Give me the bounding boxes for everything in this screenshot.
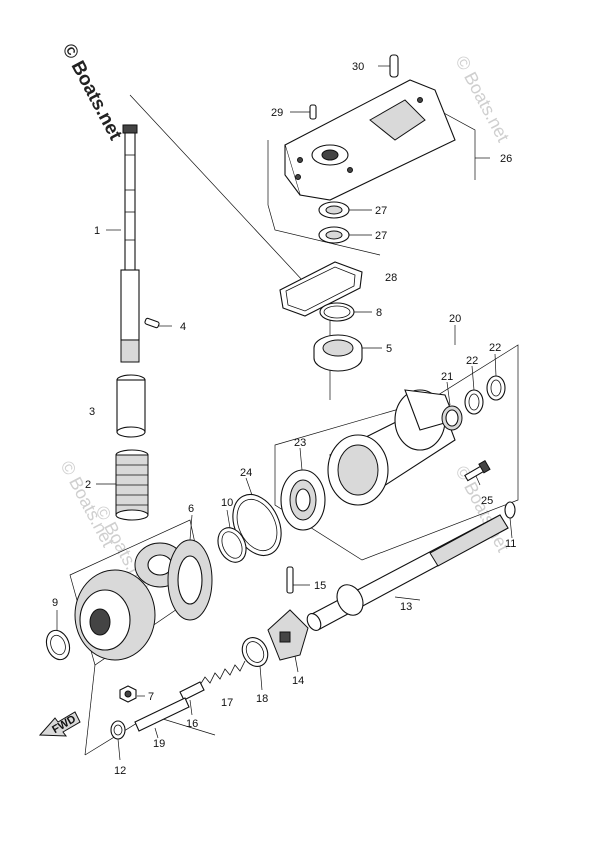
part-4-key <box>144 317 160 329</box>
part-15-pin <box>286 566 294 594</box>
faded-watermark-top-right: © Boats.net <box>451 52 513 145</box>
part-17-spring <box>199 660 246 686</box>
part-14-clutch-dog <box>267 609 309 661</box>
callout-13: 13 <box>400 601 412 613</box>
part-21-needle-bearing <box>441 405 463 431</box>
part-16-shift-pin <box>179 681 205 701</box>
part-22-seal-left <box>464 389 484 415</box>
part-26-housing-plate <box>284 79 456 201</box>
part-10-o-ring <box>217 527 247 563</box>
part-27-oil-seal-lower <box>318 226 350 244</box>
callout-27-upper: 27 <box>375 205 387 217</box>
callout-3: 3 <box>89 406 95 418</box>
part-7-nut <box>119 685 137 703</box>
part-11-circlip <box>504 501 516 519</box>
callout-26: 26 <box>500 153 512 165</box>
callout-labels: 30 29 26 27 27 28 8 5 1 4 3 2 20 21 22 2… <box>52 61 516 777</box>
callout-2: 2 <box>85 479 91 491</box>
callout-28: 28 <box>385 272 397 284</box>
callout-16: 16 <box>186 718 198 730</box>
part-30-pin <box>389 54 399 78</box>
part-20-gear-housing <box>327 389 456 506</box>
callout-15: 15 <box>314 580 326 592</box>
part-23-bearing <box>280 469 326 531</box>
part-12-washer <box>110 720 126 740</box>
part-25-bolt <box>464 459 491 482</box>
part-22-seal-right <box>486 375 506 401</box>
callout-20: 20 <box>449 313 461 325</box>
callout-4: 4 <box>180 321 186 333</box>
callout-29: 29 <box>271 107 283 119</box>
callout-23: 23 <box>294 437 306 449</box>
part-6-bevel-gear <box>74 539 213 661</box>
main-watermark: © Boats.net <box>58 40 127 144</box>
faded-watermark-text: © Boats.net <box>451 52 513 145</box>
part-3-sleeve <box>116 374 146 438</box>
callout-24: 24 <box>240 467 252 479</box>
callout-27-lower: 27 <box>375 230 387 242</box>
callout-17: 17 <box>221 697 233 709</box>
callout-12: 12 <box>114 765 126 777</box>
callout-5: 5 <box>386 343 392 355</box>
leader-lines <box>56 65 513 761</box>
part-2-boot <box>115 449 149 521</box>
part-19-shift-rod <box>134 697 190 732</box>
callout-25: 25 <box>481 495 493 507</box>
part-9-shim <box>45 629 71 661</box>
callout-21: 21 <box>441 371 453 383</box>
callout-19: 19 <box>153 738 165 750</box>
part-28-gasket <box>279 261 363 317</box>
part-1-drive-shaft <box>120 124 140 363</box>
callout-18: 18 <box>256 693 268 705</box>
callout-22-left: 22 <box>466 355 478 367</box>
callout-22-right: 22 <box>489 342 501 354</box>
part-18-spring-ring <box>241 637 269 667</box>
callout-30: 30 <box>352 61 364 73</box>
part-29-pin <box>309 104 317 120</box>
callout-10: 10 <box>221 497 233 509</box>
part-13-propeller-shaft <box>306 514 509 631</box>
callout-14: 14 <box>292 675 304 687</box>
callout-7: 7 <box>148 691 154 703</box>
part-8-o-ring <box>319 302 355 322</box>
callout-9: 9 <box>52 597 58 609</box>
callout-1: 1 <box>94 225 100 237</box>
part-27-oil-seal-upper <box>318 201 350 219</box>
fwd-label: FWD <box>50 713 78 736</box>
callout-8: 8 <box>376 307 382 319</box>
fwd-direction-arrow: FWD <box>38 711 81 737</box>
main-watermark-text: © Boats.net <box>58 40 127 144</box>
callout-11: 11 <box>505 538 516 550</box>
callout-6: 6 <box>188 503 194 515</box>
part-5-bearing <box>313 334 363 372</box>
